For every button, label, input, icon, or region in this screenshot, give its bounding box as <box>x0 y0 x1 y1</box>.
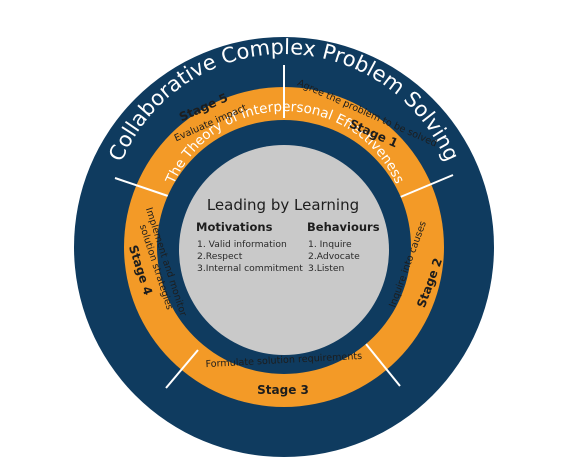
stage-3-label: Stage 3 <box>257 383 309 397</box>
motivation-item-2: 2.Respect <box>197 251 243 262</box>
motivation-item-3: 3.Internal commitment <box>197 263 303 274</box>
motivations-heading: Motivations <box>196 220 273 234</box>
behaviour-item-2: 2.Advocate <box>308 251 360 262</box>
behaviours-heading: Behaviours <box>307 220 380 234</box>
center-grey-circle <box>179 145 389 355</box>
motivation-item-1: 1. Valid information <box>197 239 287 250</box>
behaviour-item-3: 3.Listen <box>308 263 344 274</box>
center-title: Leading by Learning <box>207 196 359 214</box>
stage-dividers <box>114 65 454 389</box>
behaviour-item-1: 1. Inquire <box>308 239 352 250</box>
